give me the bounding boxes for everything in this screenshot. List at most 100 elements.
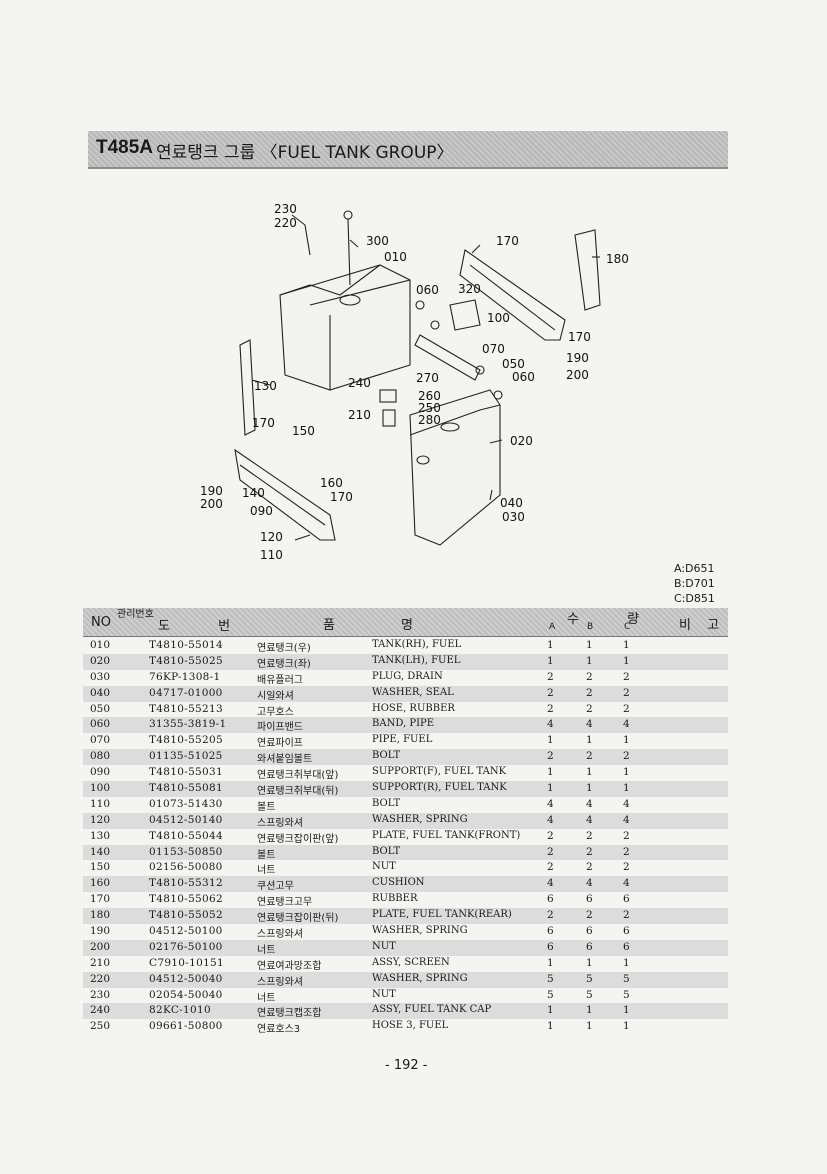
qty-a: 2 (547, 670, 554, 683)
qty-c: 1 (623, 766, 630, 779)
model-b: B:D701 (674, 577, 715, 590)
qty-b: 2 (586, 861, 593, 874)
qty-b: 4 (586, 718, 593, 731)
part-name-en: BOLT (372, 845, 401, 857)
qty-a: 6 (547, 925, 554, 938)
qty-a: 1 (547, 766, 554, 779)
qty-b: 2 (586, 750, 593, 763)
part-number: T4810-55213 (149, 702, 223, 715)
row-no: 200 (90, 940, 111, 953)
part-name-en: TANK(RH), FUEL (372, 639, 462, 650)
callout-labels: 230 220 300 010 170 180 060 320 100 170 … (200, 202, 629, 562)
part-name-en: WASHER, SPRING (372, 972, 468, 984)
page-number: - 192 - (385, 1058, 428, 1073)
part-name-en: CUSHION (372, 877, 425, 889)
qty-b: 1 (586, 956, 593, 969)
qty-b: 2 (586, 909, 593, 922)
qty-a: 1 (547, 1020, 554, 1033)
part-number: T4810-55052 (149, 909, 223, 922)
part-name-en: NUT (372, 940, 396, 952)
callout: 040 (500, 496, 523, 510)
qty-c: 4 (623, 813, 630, 826)
part-name-en: ASSY, FUEL TANK CAP (372, 1004, 492, 1016)
part-name-en: HOSE, RUBBER (372, 702, 455, 714)
part-name-kr: 볼트 (257, 849, 276, 861)
part-number: 31355-3819-1 (149, 718, 227, 731)
part-number: 76KP-1308-1 (149, 670, 221, 683)
qty-b: 1 (586, 734, 593, 747)
qty-c: 6 (623, 940, 630, 953)
qty-c: 1 (623, 782, 630, 795)
qty-b: 1 (586, 782, 593, 795)
qty-b: 1 (586, 1020, 593, 1033)
part-name-kr: 와셔붙임볼트 (257, 754, 313, 766)
part-number: 09661-50800 (149, 1020, 223, 1033)
part-name-kr: 연료탱크취부대(앞) (257, 770, 339, 782)
qty-c: 1 (623, 654, 630, 667)
qty-b: 6 (586, 893, 593, 906)
part-number: T4810-55031 (149, 766, 223, 779)
row-no: 130 (90, 829, 111, 842)
header-qty-c: C (624, 622, 631, 632)
qty-b: 4 (586, 797, 593, 810)
qty-b: 2 (586, 670, 593, 683)
qty-b: 6 (586, 940, 593, 953)
qty-b: 2 (586, 845, 593, 858)
part-number: 01135-51025 (149, 750, 223, 763)
part-name-kr: 너트 (257, 944, 276, 956)
part-number: C7910-10151 (149, 956, 225, 969)
qty-a: 2 (547, 686, 554, 699)
model-legend: A:D651 B:D701 C:D851 (674, 561, 715, 606)
callout: 150 (292, 424, 315, 438)
part-name-kr: 너트 (257, 992, 276, 1004)
callout: 320 (458, 282, 481, 296)
part-name-en: WASHER, SPRING (372, 925, 468, 937)
header-qty-b: B (587, 622, 594, 632)
callout: 250 (418, 401, 441, 415)
row-no: 160 (90, 877, 111, 890)
part-number: T4810-55312 (149, 877, 223, 890)
part-number: 02054-50040 (149, 988, 223, 1001)
part-number: 04512-50100 (149, 925, 223, 938)
row-no: 210 (90, 956, 111, 969)
part-name-kr: 스프링와셔 (257, 976, 303, 988)
header-name-kr: 품 (323, 618, 335, 633)
qty-c: 4 (623, 877, 630, 890)
callout: 160 (320, 476, 343, 490)
qty-c: 2 (623, 861, 630, 874)
part-name-en: ASSY, SCREEN (372, 956, 450, 968)
part-name-en: NUT (372, 988, 396, 1000)
part-name-kr: 시일와셔 (257, 690, 294, 702)
callout: 170 (568, 330, 591, 344)
callout: 060 (512, 370, 535, 384)
qty-b: 4 (586, 877, 593, 890)
header-note: 비 고 (679, 618, 726, 633)
qty-b: 2 (586, 702, 593, 715)
part-number: 01073-51430 (149, 797, 223, 810)
part-name-kr: 스프링와셔 (257, 817, 303, 829)
qty-b: 2 (586, 829, 593, 842)
row-no: 100 (90, 782, 111, 795)
qty-c: 6 (623, 893, 630, 906)
part-name-en: SUPPORT(F), FUEL TANK (372, 766, 507, 778)
qty-c: 1 (623, 1020, 630, 1033)
part-name-en: PLUG, DRAIN (372, 670, 443, 682)
callout: 130 (254, 379, 277, 393)
part-name-kr: 연료탱크고무 (257, 897, 313, 909)
part-name-en: HOSE 3, FUEL (372, 1020, 449, 1032)
part-number: 04717-01000 (149, 686, 223, 699)
part-name-kr: 연료탱크취부대(뒤) (257, 786, 339, 798)
callout: 030 (502, 510, 525, 524)
